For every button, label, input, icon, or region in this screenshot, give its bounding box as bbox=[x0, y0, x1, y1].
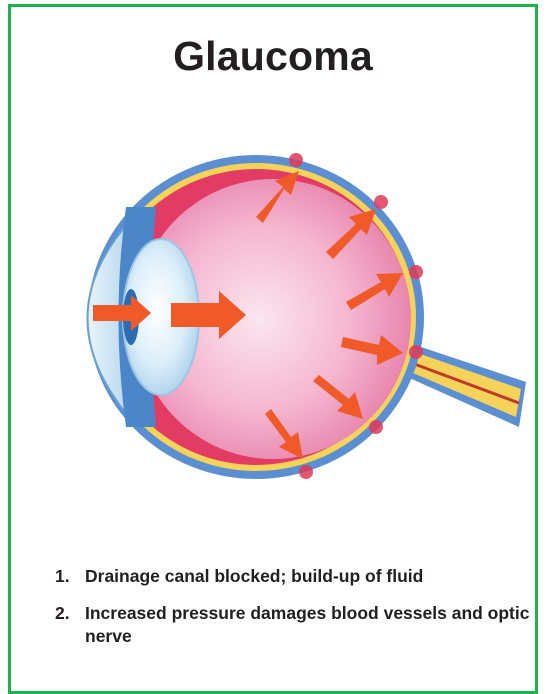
note-number: 2. bbox=[55, 602, 85, 648]
card-frame: Glaucoma bbox=[8, 4, 538, 694]
list-item: 2. Increased pressure damages blood vess… bbox=[55, 602, 535, 648]
note-text: Increased pressure damages blood vessels… bbox=[85, 602, 535, 648]
page-title: Glaucoma bbox=[11, 33, 535, 80]
notes-list: 1. Drainage canal blocked; build-up of f… bbox=[55, 565, 535, 662]
note-number: 1. bbox=[55, 565, 85, 588]
list-item: 1. Drainage canal blocked; build-up of f… bbox=[55, 565, 535, 588]
note-text: Drainage canal blocked; build-up of flui… bbox=[85, 565, 535, 588]
eye-cross-section-diagram bbox=[51, 127, 541, 507]
